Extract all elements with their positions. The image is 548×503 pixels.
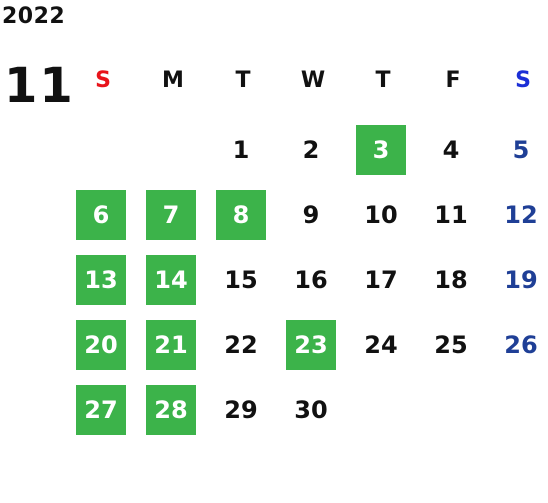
calendar-day-26[interactable]: 26 xyxy=(504,331,538,359)
calendar-day-8[interactable]: 8 xyxy=(216,190,266,240)
calendar-day-21[interactable]: 21 xyxy=(146,320,196,370)
calendar-day-7[interactable]: 7 xyxy=(146,190,196,240)
calendar-day-25[interactable]: 25 xyxy=(434,331,468,359)
weekday-header-mon: M xyxy=(162,68,184,93)
weekday-header-thu: T xyxy=(375,68,391,93)
calendar-day-28[interactable]: 28 xyxy=(146,385,196,435)
calendar-day-6[interactable]: 6 xyxy=(76,190,126,240)
calendar-day-17[interactable]: 17 xyxy=(364,266,398,294)
calendar-day-30[interactable]: 30 xyxy=(294,396,328,424)
calendar-day-18[interactable]: 18 xyxy=(434,266,468,294)
calendar-day-13[interactable]: 13 xyxy=(76,255,126,305)
calendar-day-24[interactable]: 24 xyxy=(364,331,398,359)
calendar-day-29[interactable]: 29 xyxy=(224,396,258,424)
weekday-header-sat: S xyxy=(515,68,531,93)
year-label: 2022 xyxy=(2,4,66,29)
calendar-day-11[interactable]: 11 xyxy=(434,201,468,229)
calendar-day-16[interactable]: 16 xyxy=(294,266,328,294)
weekday-header-tue: T xyxy=(235,68,251,93)
calendar-day-14[interactable]: 14 xyxy=(146,255,196,305)
calendar-day-2[interactable]: 2 xyxy=(302,136,320,164)
calendar-day-22[interactable]: 22 xyxy=(224,331,258,359)
calendar-day-19[interactable]: 19 xyxy=(504,266,538,294)
weekday-header-wed: W xyxy=(300,68,326,93)
calendar-day-1[interactable]: 1 xyxy=(232,136,250,164)
month-number: 11 xyxy=(4,58,75,114)
calendar-day-10[interactable]: 10 xyxy=(364,201,398,229)
weekday-header-fri: F xyxy=(445,68,461,93)
calendar-day-5[interactable]: 5 xyxy=(512,136,530,164)
calendar-day-20[interactable]: 20 xyxy=(76,320,126,370)
calendar-day-27[interactable]: 27 xyxy=(76,385,126,435)
calendar-day-4[interactable]: 4 xyxy=(442,136,460,164)
calendar-day-12[interactable]: 12 xyxy=(504,201,538,229)
calendar-day-15[interactable]: 15 xyxy=(224,266,258,294)
calendar-day-9[interactable]: 9 xyxy=(302,201,320,229)
calendar-day-23[interactable]: 23 xyxy=(286,320,336,370)
weekday-header-sun: S xyxy=(95,68,111,93)
calendar-day-3[interactable]: 3 xyxy=(356,125,406,175)
